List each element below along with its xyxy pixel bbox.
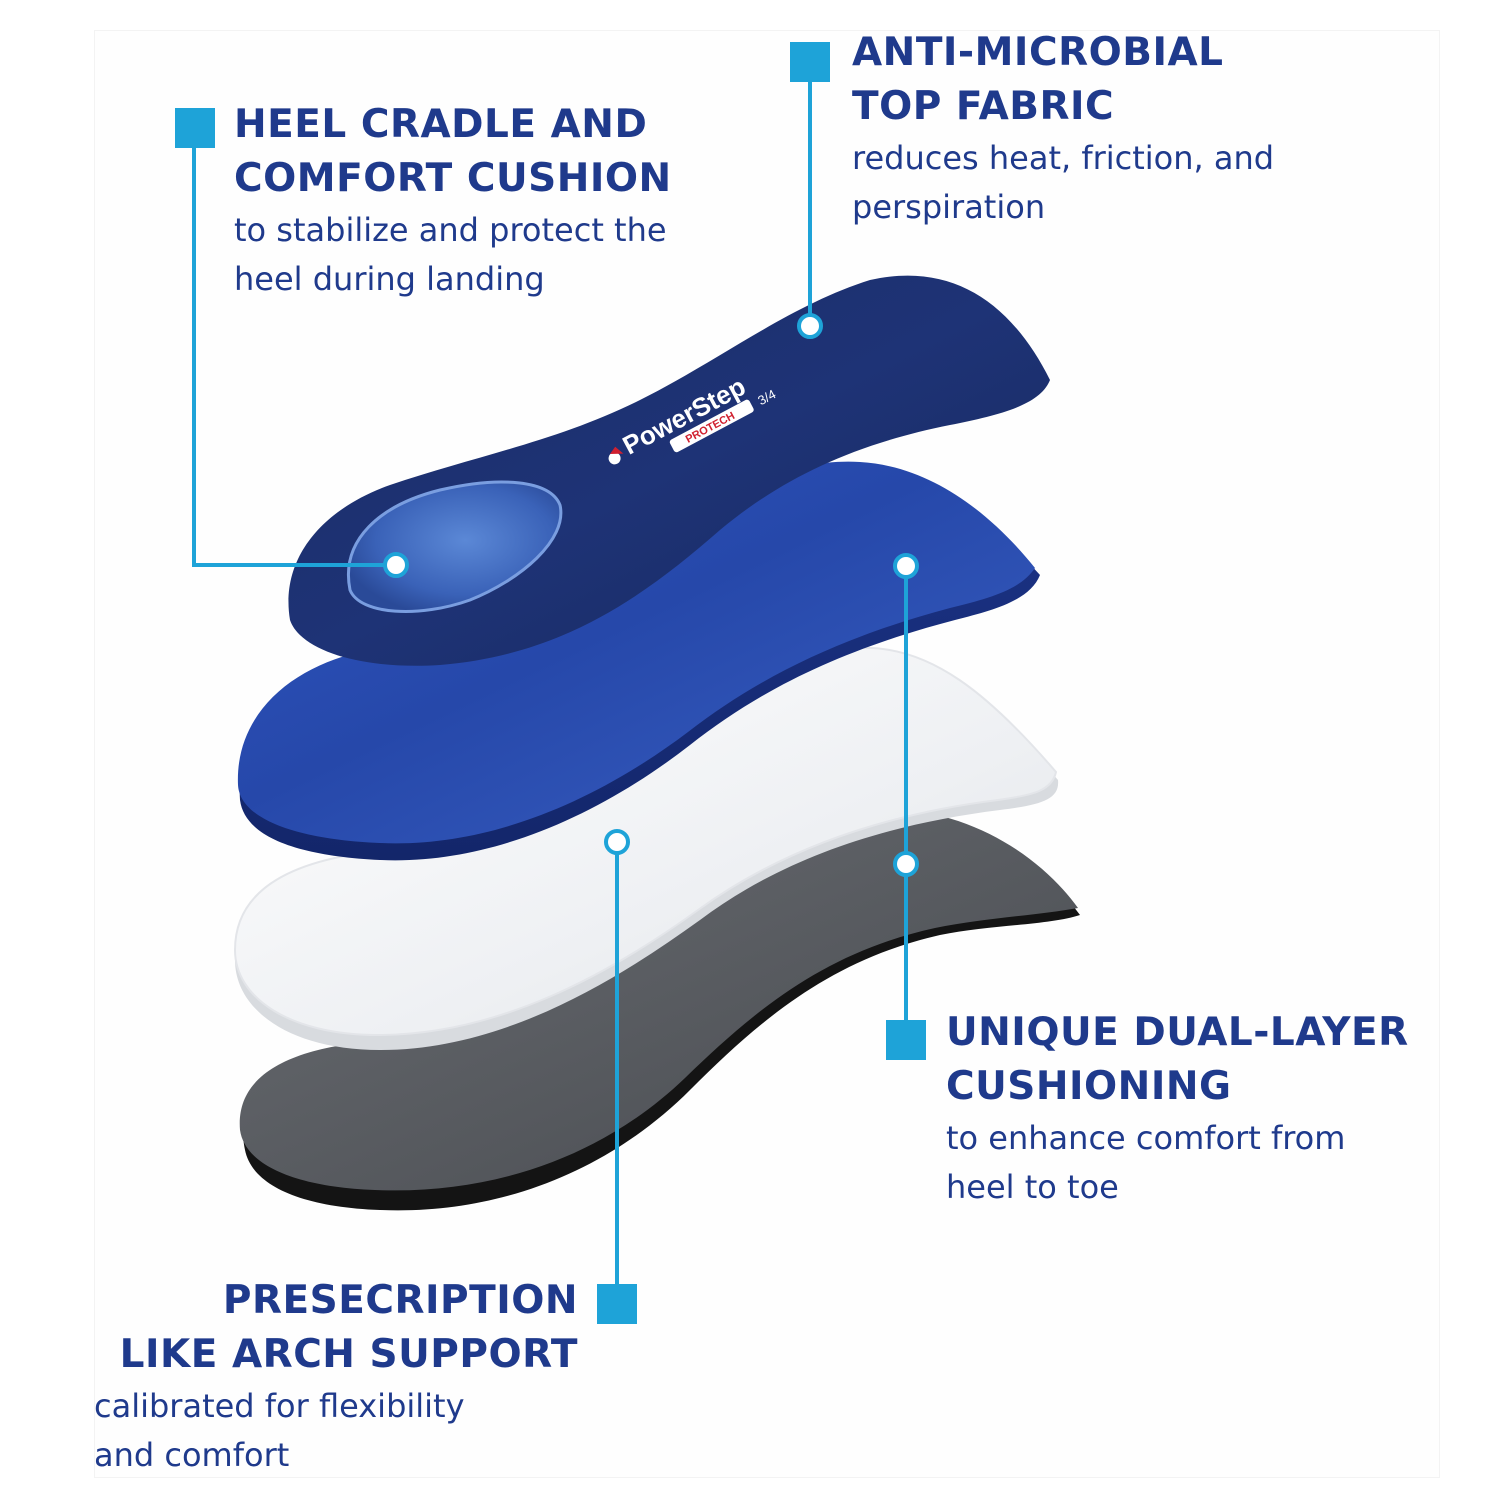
- square-markers: [175, 42, 926, 1324]
- bottom-gray-layer: [239, 808, 1080, 1211]
- pointer-dots: [383, 313, 919, 877]
- heel-cradle-dot: [383, 552, 409, 578]
- logo-size-mark: 3/4: [755, 386, 778, 408]
- anti-microbial-desc: reduces heat, friction, and perspiration: [852, 139, 1275, 226]
- heel-cradle-marker: [175, 108, 215, 148]
- dual-layer-lower-dot: [893, 851, 919, 877]
- top-fabric-layer: [288, 275, 1050, 666]
- heel-cradle-callout: HEEL CRADLE AND COMFORT CUSHION to stabi…: [234, 98, 672, 304]
- heel-cradle-desc: to stabilize and protect the heel during…: [234, 211, 667, 298]
- heel-cup-insert: [347, 480, 563, 613]
- anti-microbial-callout: ANTI-MICROBIAL TOP FABRIC reduces heat, …: [852, 26, 1274, 232]
- dual-layer-marker: [886, 1020, 926, 1060]
- heel-cradle-connector: [192, 140, 395, 567]
- arch-support-title: PRESECRIPTION LIKE ARCH SUPPORT: [119, 1278, 578, 1377]
- blue-support-layer: [237, 461, 1040, 861]
- arch-support-dot: [604, 829, 630, 855]
- anti-microbial-dot: [797, 313, 823, 339]
- anti-microbial-title: ANTI-MICROBIAL TOP FABRIC: [852, 30, 1224, 129]
- dual-layer-callout: UNIQUE DUAL-LAYER CUSHIONING to enhance …: [946, 1006, 1409, 1212]
- arch-support-desc: calibrated for flexibility and comfort: [94, 1387, 465, 1474]
- dual-layer-desc: to enhance comfort from heel to toe: [946, 1119, 1346, 1206]
- arch-support-marker: [597, 1284, 637, 1324]
- dual-layer-upper-dot: [893, 553, 919, 579]
- heel-cradle-title: HEEL CRADLE AND COMFORT CUSHION: [234, 102, 672, 201]
- arch-support-callout: PRESECRIPTION LIKE ARCH SUPPORT calibrat…: [94, 1274, 578, 1480]
- anti-microbial-marker: [790, 42, 830, 82]
- connector-lines: [192, 62, 908, 1302]
- dual-layer-title: UNIQUE DUAL-LAYER CUSHIONING: [946, 1010, 1409, 1109]
